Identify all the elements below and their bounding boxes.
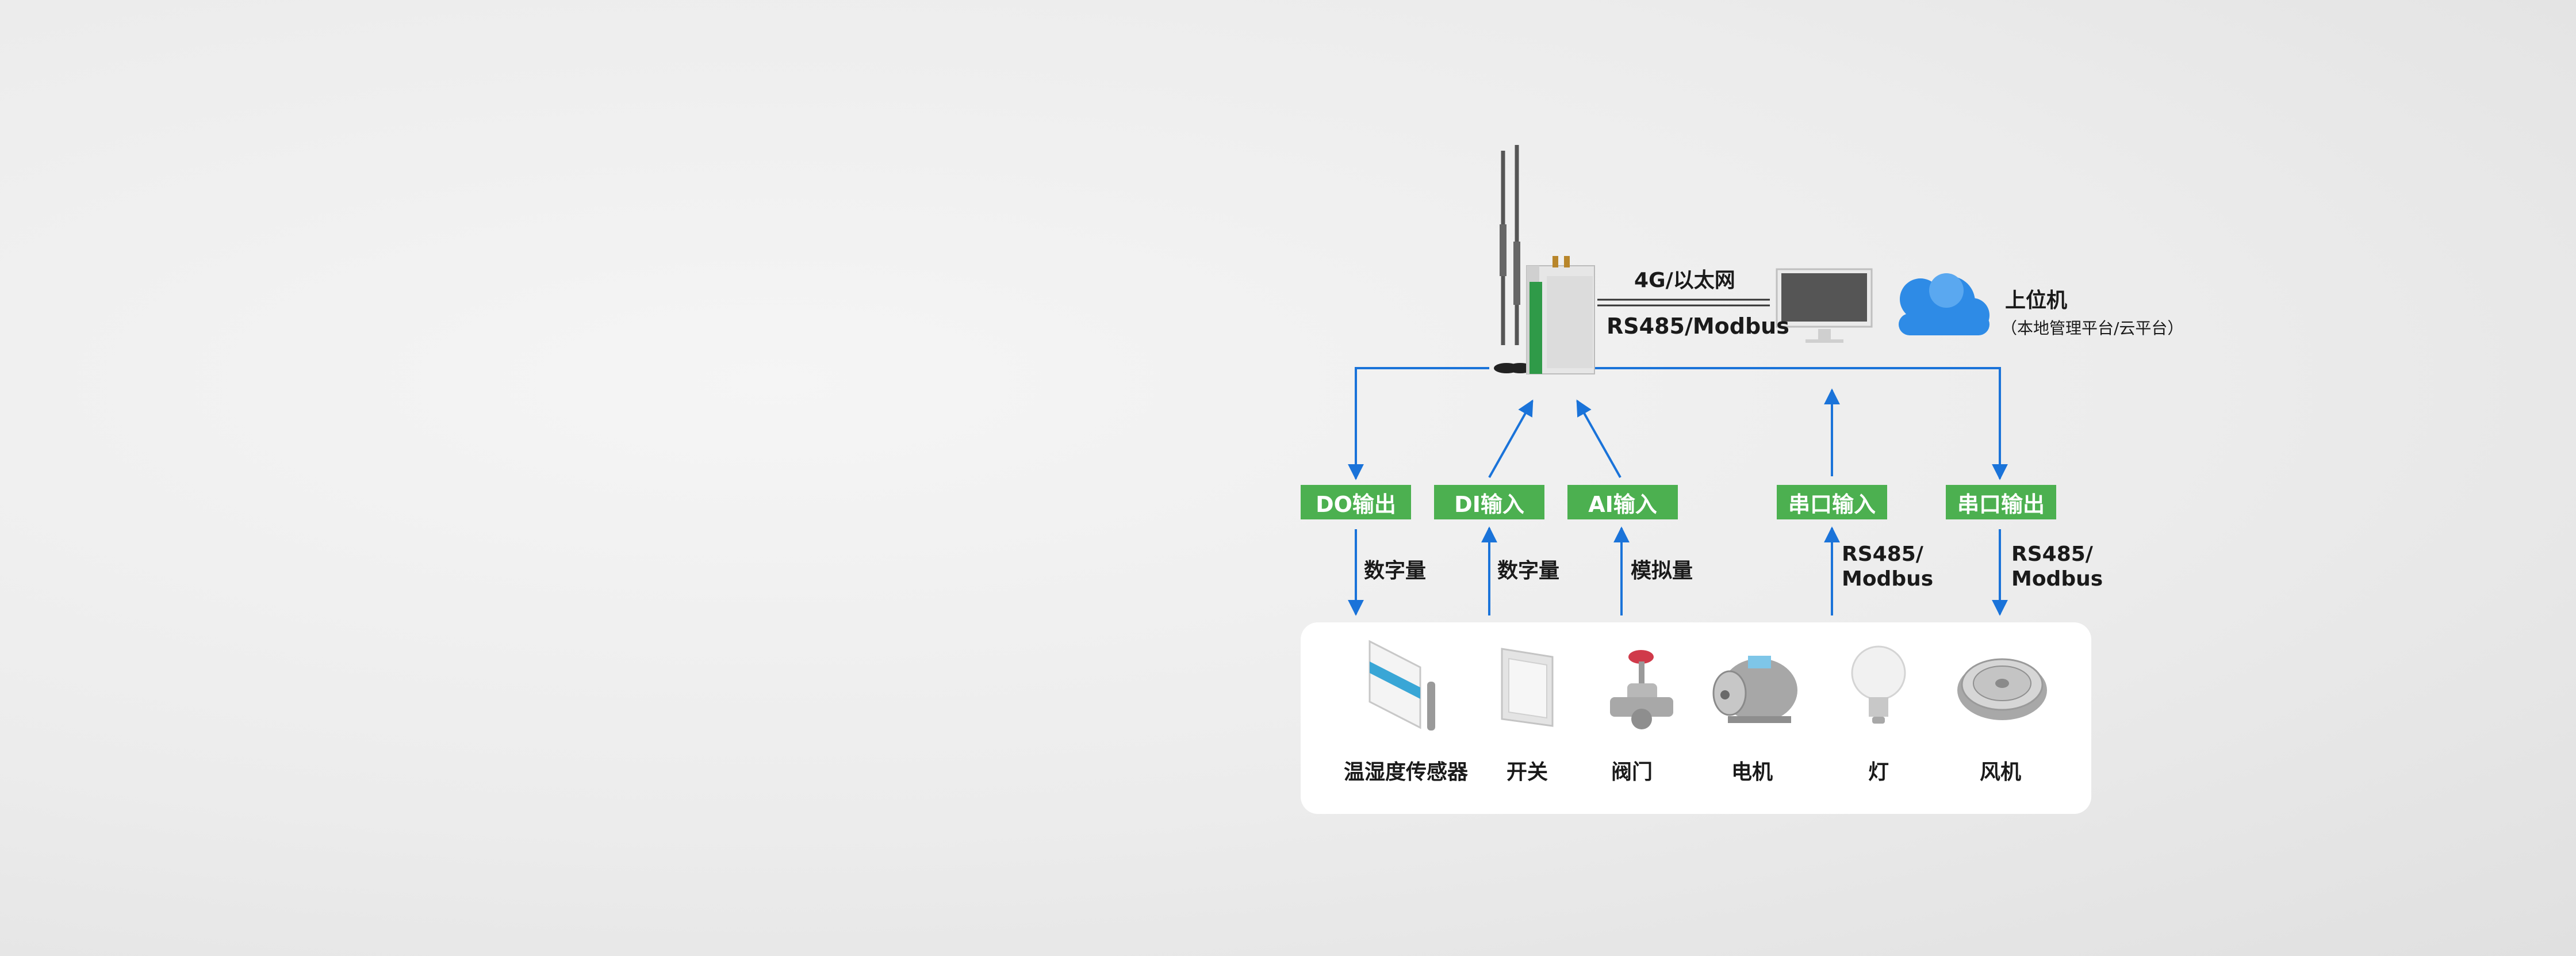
device-label-bulb: 灯: [1868, 760, 1889, 784]
bulb-icon: [1851, 645, 1906, 724]
di-signal-label: 数字量: [1497, 559, 1560, 583]
ai-signal-label: 模拟量: [1631, 559, 1693, 583]
network-link-line: [1597, 299, 1770, 307]
motor-icon: [1712, 656, 1797, 723]
cloud-icon: [1899, 273, 1989, 335]
serial-out-signal-label-line2: Modbus: [2011, 567, 2103, 591]
device-label-fan: 风机: [1979, 760, 2022, 784]
device-label-valve: 阀门: [1611, 760, 1653, 784]
fan-icon: [1957, 658, 2047, 720]
module-serial-input: 串口输入: [1777, 485, 1887, 519]
monitor-icon: [1776, 268, 1873, 343]
di-arrow: [1488, 399, 1534, 478]
valve-icon: [1610, 650, 1673, 729]
serial-out-signal-label-line1: RS485/: [2011, 542, 2093, 566]
switch-icon: [1501, 648, 1554, 727]
device-label-motor: 电机: [1731, 760, 1773, 784]
host-subtitle: （本地管理平台/云平台）: [2001, 319, 2184, 338]
serial-out-arrow: [1594, 367, 2008, 480]
link-bottom-label: RS485/Modbus: [1607, 313, 1789, 339]
serial-in-signal-label-line1: RS485/: [1842, 542, 1923, 566]
module-do-output: DO输出: [1301, 485, 1411, 519]
serial-in-signal-label-line2: Modbus: [1842, 567, 1934, 591]
gateway-device-icon: [1494, 145, 1595, 374]
module-serial-output: 串口输出: [1946, 485, 2056, 519]
link-top-label: 4G/以太网: [1634, 269, 1735, 292]
module-ai-input: AI输入: [1567, 485, 1678, 519]
module-di-input: DI输入: [1434, 485, 1544, 519]
ai-arrow: [1576, 399, 1621, 478]
do-arrow: [1348, 367, 1489, 480]
device-label-switch: 开关: [1506, 760, 1548, 784]
do-signal-label: 数字量: [1364, 559, 1427, 583]
host-title: 上位机: [2005, 289, 2068, 312]
temperature-humidity-sensor-icon: [1368, 640, 1435, 731]
device-label-sensor: 温湿度传感器: [1343, 760, 1469, 784]
